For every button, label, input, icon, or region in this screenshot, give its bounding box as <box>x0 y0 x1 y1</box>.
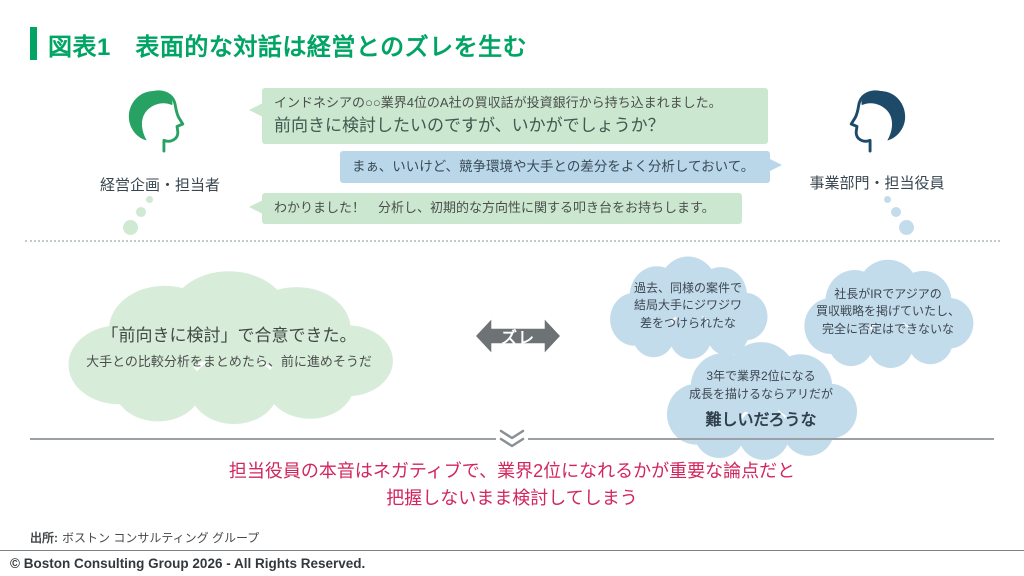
conclusion-line-2: 把握しないまま検討してしまう <box>386 488 638 508</box>
title-accent-bar <box>30 27 37 60</box>
speech-text-reply: まぁ、いいけど、競争環境や大手との差分をよく分析しておいて。 <box>352 159 755 174</box>
thought-dot-icon <box>123 220 138 235</box>
down-chevron-icon <box>496 427 528 451</box>
executive-face-icon <box>834 80 916 168</box>
speech-bubble-executive: まぁ、いいけど、競争環境や大手との差分をよく分析しておいて。 <box>340 151 770 183</box>
conclusion-text: 担当役員の本音はネガティブで、業界2位になれるかが重要な論点だと 把握しないまま… <box>0 458 1024 512</box>
thought-line-bold: 難しいだろうな <box>705 411 817 429</box>
cloud-shape-icon <box>610 256 768 359</box>
thought-dot-icon <box>146 196 153 203</box>
source-note: 出所: ボストン コンサルティング グループ <box>30 529 259 546</box>
cloud-shape-icon <box>666 342 858 460</box>
planner-thought-text: 「前向きに検討」で合意できた。 大手との比較分析をまとめたら、前に進めそうだ <box>60 266 398 424</box>
conclusion-line-1: 担当役員の本音はネガティブで、業界2位になれるかが重要な論点だと <box>228 461 796 481</box>
bubble-tail-icon <box>249 200 263 214</box>
source-prefix: 出所: <box>30 531 58 545</box>
bubble-tail-icon <box>249 103 263 117</box>
thought-line-large: 「前向きに検討」で合意できた。 <box>101 325 357 345</box>
thought-dot-icon <box>136 207 146 217</box>
speech-bubble-planner-2: わかりました！ 分析し、初期的な方向性に関する叩き台をお持ちします。 <box>262 193 742 224</box>
source-text: ボストン コンサルティング グループ <box>62 531 260 545</box>
speech-text-intro: インドネシアの○○業界4位のA社の買収話が投資銀行から持ち込まれました。 <box>274 95 722 110</box>
copyright: © Boston Consulting Group 2026 - All Rig… <box>10 556 366 571</box>
executive-thought-text-1: 過去、同様の案件で 結局大手にジワジワ 差をつけられたな <box>633 280 742 330</box>
planner-thought-cloud: 「前向きに検討」で合意できた。 大手との比較分析をまとめたら、前に進めそうだ <box>60 266 398 424</box>
cloud-shape-icon <box>804 259 974 368</box>
gap-label: ズレ <box>500 330 535 347</box>
executive-thought-cloud-2: 社長がIRでアジアの 買収戦略を掲げていたし、 完全に否定はできないな <box>800 256 976 368</box>
thought-dot-icon <box>899 220 914 235</box>
cloud-shape-icon <box>68 271 393 424</box>
thought-dot-icon <box>884 196 891 203</box>
dotted-divider <box>25 240 1000 242</box>
bubble-tail-icon <box>768 158 782 172</box>
speech-bubble-planner-1: インドネシアの○○業界4位のA社の買収話が投資銀行から持ち込まれました。 前向き… <box>262 88 768 144</box>
speech-text-question: 前向きに検討したいのですが、いかがでしょうか？ <box>274 115 665 135</box>
thought-dot-icon <box>891 207 901 217</box>
thought-line-small: 大手との比較分析をまとめたら、前に進めそうだ <box>86 353 372 369</box>
executive-label: 事業部門・担当役員 <box>809 175 945 192</box>
executive-thought-cloud-1: 過去、同様の案件で 結局大手にジワジワ 差をつけられたな <box>606 253 770 359</box>
footer-divider <box>0 550 1024 551</box>
executive-thought-text-2: 社長がIRでアジアの 買収戦略を掲げていたし、 完全に否定はできないな <box>815 286 960 336</box>
executive-thought-cloud-3: 3年で業界2位になる 成長を描けるならアリだが 難しいだろうな <box>662 338 860 460</box>
planner-label: 経営企画・担当者 <box>99 177 220 194</box>
planner-face-icon <box>118 80 200 168</box>
figure-title: 図表1 表面的な対話は経営とのズレを生む <box>48 34 528 61</box>
thought-line-normal: 3年で業界2位になる 成長を描けるならアリだが <box>688 369 833 401</box>
gap-arrow-icon: ズレ <box>476 316 560 356</box>
speech-text-confirm: わかりました！ 分析し、初期的な方向性に関する叩き台をお持ちします。 <box>274 200 715 215</box>
executive-thought-text-3: 3年で業界2位になる 成長を描けるならアリだが 難しいだろうな <box>662 338 860 460</box>
